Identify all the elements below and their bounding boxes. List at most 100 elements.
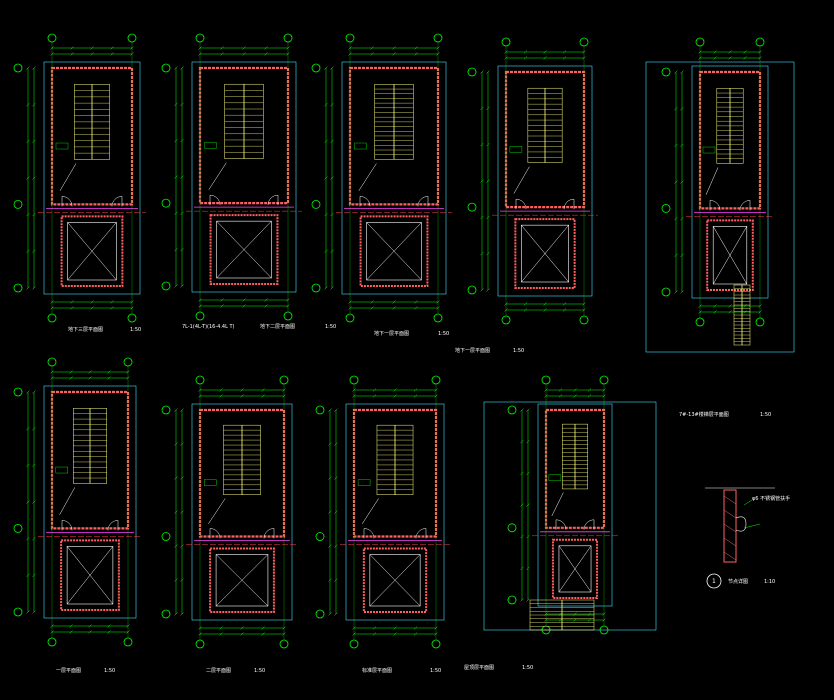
dimension-tick — [261, 388, 265, 392]
dimension-tick — [526, 503, 530, 507]
dimension-tick — [680, 70, 684, 74]
dimension-tick — [372, 626, 377, 630]
dimension-tick — [261, 626, 265, 630]
sheet-scale-3: 1:50 — [438, 331, 449, 337]
dimension-tick — [526, 471, 530, 476]
dimension-tick — [70, 306, 74, 310]
dimension-tick — [543, 302, 547, 306]
dimension-tick — [558, 394, 563, 398]
dimension-tick — [174, 510, 178, 514]
dimension-tick — [372, 632, 377, 636]
dimension-tick — [674, 253, 678, 258]
elevator-car — [215, 554, 269, 607]
dimension-tick — [174, 247, 178, 252]
dimension-tick — [558, 388, 563, 392]
dimension-tick — [486, 215, 490, 220]
elevator-shaft-wall — [359, 215, 429, 287]
dimension-tick — [743, 310, 747, 314]
elevator-shaft-wall — [551, 538, 599, 599]
sheet-title-3: 地下一层平面图 — [374, 330, 409, 337]
elevator-car — [369, 554, 421, 607]
note-box — [509, 146, 523, 153]
detail-number-circle — [706, 573, 722, 589]
dimension-tick — [220, 304, 224, 308]
detail-scale: 1:10 — [764, 579, 775, 585]
sheet-title-9: 屋顶层平面图 — [464, 665, 494, 671]
sheet-title-2: 地下二层平面图 — [260, 323, 295, 330]
dimension-tick — [728, 304, 732, 308]
dimension-tick — [174, 66, 178, 70]
dimension-tick — [520, 408, 524, 412]
plan-outline — [645, 61, 795, 353]
dimension-tick — [107, 624, 111, 628]
dimension-tick — [520, 471, 524, 476]
dimension-tick — [520, 566, 524, 571]
dimension-tick — [264, 298, 268, 302]
dimension-tick — [562, 50, 567, 54]
note-box — [354, 142, 367, 150]
dimension-tick — [240, 388, 244, 392]
dimension-tick — [480, 179, 484, 183]
dimension-tick — [562, 302, 567, 306]
dimension-tick — [370, 300, 374, 304]
dimension-tick — [413, 388, 418, 392]
dimension-tick — [328, 442, 332, 446]
sheet-title-8: 标准层平面图 — [362, 667, 392, 674]
axis-bubble — [13, 63, 23, 73]
dimension-tick — [32, 102, 36, 107]
dimension-tick — [110, 52, 114, 56]
dimension-tick — [680, 290, 684, 294]
dimension-tick — [414, 52, 418, 56]
plan-outline — [43, 385, 137, 619]
sheet-scale-4: 1:50 — [513, 348, 524, 354]
dimension-tick — [728, 56, 732, 60]
elevator-cross — [558, 545, 592, 593]
handrail-diag — [513, 166, 530, 194]
dimension-tick — [526, 534, 530, 539]
plan-outline — [497, 65, 593, 297]
dimension-tick — [324, 102, 328, 107]
dimension-tick — [26, 212, 30, 217]
dimension-tick — [26, 66, 30, 70]
dimension-tick — [728, 50, 732, 54]
note-box — [204, 142, 217, 149]
dimension-tick — [372, 388, 377, 392]
dimension-tick — [219, 626, 223, 630]
dimension-tick — [334, 578, 338, 582]
dimension-tick — [486, 251, 490, 256]
dimension-tick — [573, 388, 577, 392]
note-box — [203, 479, 217, 486]
door-swing — [359, 196, 371, 207]
dimension-tick — [324, 139, 328, 144]
dimension-tick — [334, 476, 338, 480]
dimension-tick — [393, 388, 397, 392]
dimension-tick — [324, 212, 328, 217]
dimension-tick — [32, 249, 36, 254]
axis-bubble — [161, 198, 171, 208]
plan-outline — [345, 403, 445, 621]
axis-bubble — [161, 405, 171, 415]
handrail-diag — [59, 163, 77, 191]
handrail-diag — [361, 498, 379, 524]
dimension-tick — [486, 70, 490, 74]
sheet-note-2: 7L-1(4L-T)(16-4.4L T) — [182, 324, 235, 330]
dimension-tick — [180, 408, 184, 412]
dimension-tick — [90, 300, 94, 304]
dimension-tick — [558, 618, 563, 622]
axis-bubble — [161, 63, 171, 73]
sheet-scale-8: 1:50 — [430, 668, 441, 674]
door-swing — [107, 520, 119, 531]
dimension-tick — [562, 308, 567, 312]
dimension-tick — [32, 212, 36, 217]
dimension-tick — [743, 50, 747, 54]
dimension-tick — [370, 306, 374, 310]
dimension-tick — [526, 408, 530, 412]
dimension-tick — [674, 180, 678, 184]
axis-bubble — [13, 199, 23, 209]
door-swing — [417, 196, 429, 207]
handrail-diag — [551, 492, 564, 517]
dimension-tick — [523, 56, 528, 60]
axis-bubble — [311, 199, 321, 209]
sheet-title-7: 二层平面图 — [206, 668, 231, 674]
